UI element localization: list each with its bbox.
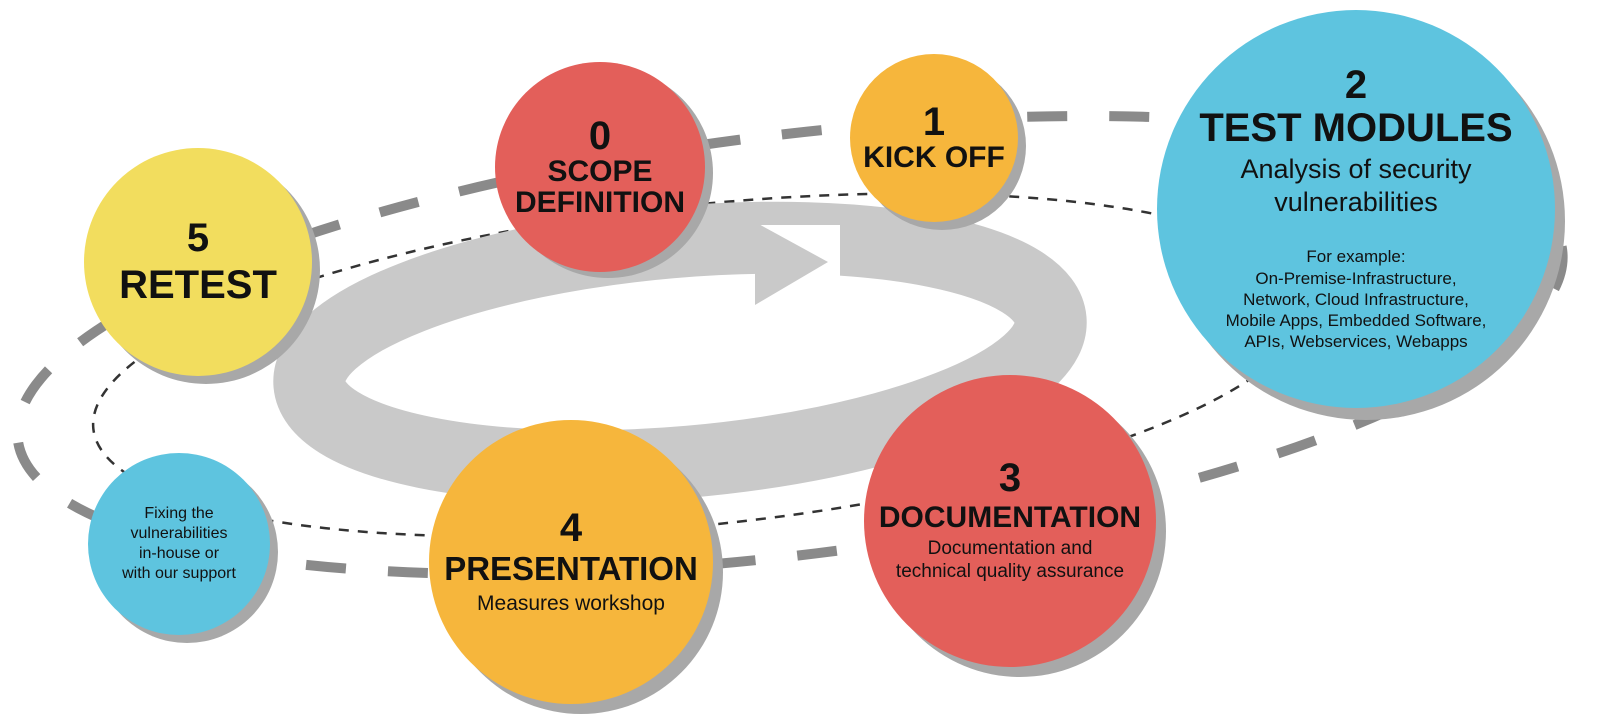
step-retest: 5 RETEST bbox=[84, 148, 312, 376]
presentation-number: 4 bbox=[559, 506, 583, 551]
fixing-line: with our support bbox=[122, 565, 236, 582]
kickoff-number: 1 bbox=[922, 100, 946, 145]
step-scope-definition: 0 SCOPE DEFINITION bbox=[495, 62, 705, 272]
retest-number: 5 bbox=[186, 216, 210, 260]
test-modules-example-line: Mobile Apps, Embedded Software, bbox=[1225, 311, 1487, 331]
step-fixing: Fixing the vulnerabilities in-house or w… bbox=[88, 453, 270, 635]
test-modules-example-line: APIs, Webservices, Webapps bbox=[1244, 332, 1468, 352]
test-modules-example-line: Network, Cloud Infrastructure, bbox=[1243, 289, 1469, 309]
documentation-title: DOCUMENTATION bbox=[878, 501, 1142, 535]
fixing-line: vulnerabilities bbox=[130, 525, 228, 542]
documentation-subtitle-line: Documentation and bbox=[927, 537, 1093, 559]
step-kick-off: 1 KICK OFF bbox=[850, 54, 1018, 222]
documentation-number: 3 bbox=[998, 456, 1022, 501]
step-documentation: 3 DOCUMENTATION Documentation and techni… bbox=[864, 375, 1156, 667]
scope-number: 0 bbox=[588, 113, 612, 158]
retest-title: RETEST bbox=[119, 263, 277, 307]
test-modules-number: 2 bbox=[1344, 63, 1368, 108]
presentation-title: PRESENTATION bbox=[444, 550, 698, 588]
fixing-line: in-house or bbox=[138, 545, 220, 562]
step-test-modules: 2 TEST MODULES Analysis of security vuln… bbox=[1157, 10, 1555, 408]
test-modules-example-line: On-Premise-Infrastructure, bbox=[1255, 268, 1457, 288]
fixing-line: Fixing the bbox=[144, 505, 214, 522]
test-modules-subtitle: Analysis of security vulnerabilities bbox=[1240, 154, 1472, 217]
kickoff-title: KICK OFF bbox=[863, 141, 1005, 175]
scope-title: SCOPE DEFINITION bbox=[515, 154, 685, 219]
test-modules-title: TEST MODULES bbox=[1199, 106, 1513, 151]
test-modules-example-heading: For example: bbox=[1306, 247, 1406, 267]
presentation-subtitle: Measures workshop bbox=[477, 591, 665, 615]
documentation-subtitle-line: technical quality assurance bbox=[895, 560, 1125, 582]
step-presentation: 4 PRESENTATION Measures workshop bbox=[429, 420, 713, 704]
